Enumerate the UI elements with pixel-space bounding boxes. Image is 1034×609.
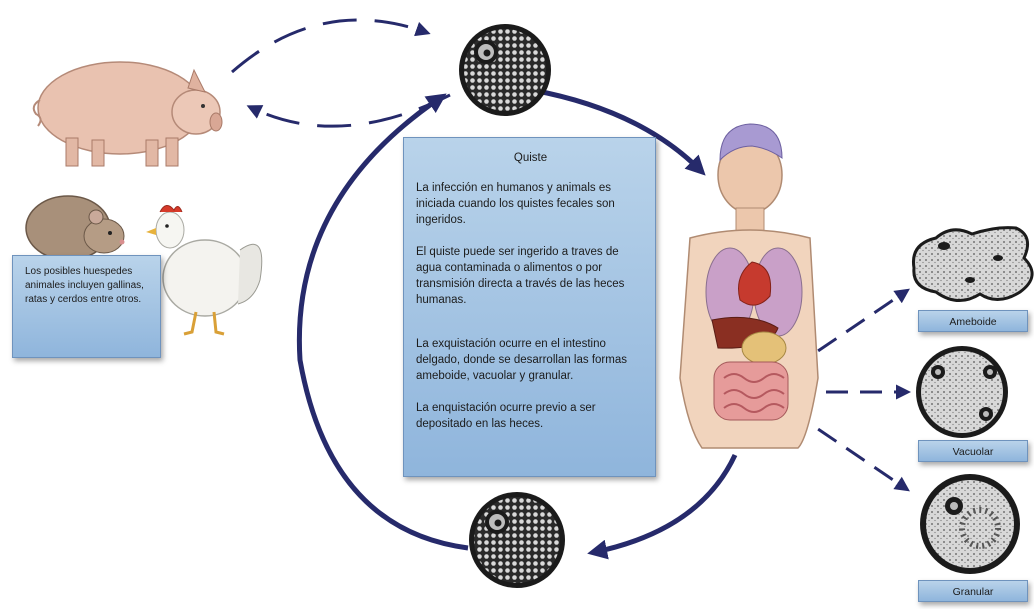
cyst-info-paragraph-3: La exquistación ocurre en el intestino d… [416,336,645,384]
label-vacuolar: Vacuolar [918,440,1028,462]
cyst-bottom-icon [469,492,565,588]
arrow-pig-to-cyst [232,20,425,72]
cyst-top-icon [459,24,551,116]
chicken-icon [146,205,262,334]
cyst-info-paragraph-2: El quiste puede ser ingerido a traves de… [416,244,645,308]
granular-cell-icon [920,474,1020,574]
animal-arrows [232,20,450,126]
cyst-info-paragraph-1: La infección en humanos y animals es ini… [416,180,645,228]
label-granular: Granular [918,580,1028,602]
cyst-info-paragraph-4: La enquistación ocurre previo a ser depo… [416,400,645,432]
human-body-icon [680,124,818,448]
pig-icon [34,62,222,166]
ameboide-cell-icon [913,228,1032,301]
label-ameboide: Ameboide [918,310,1028,332]
cyst-info-box: Quiste La infección en humanos y animals… [403,137,656,477]
host-info-box: Los posibles huespedes animales incluyen… [12,255,161,358]
host-info-text: Los posibles huespedes animales incluyen… [25,266,144,305]
cyst-info-title: Quiste [416,150,645,166]
vacuolar-cell-icon [916,346,1008,438]
